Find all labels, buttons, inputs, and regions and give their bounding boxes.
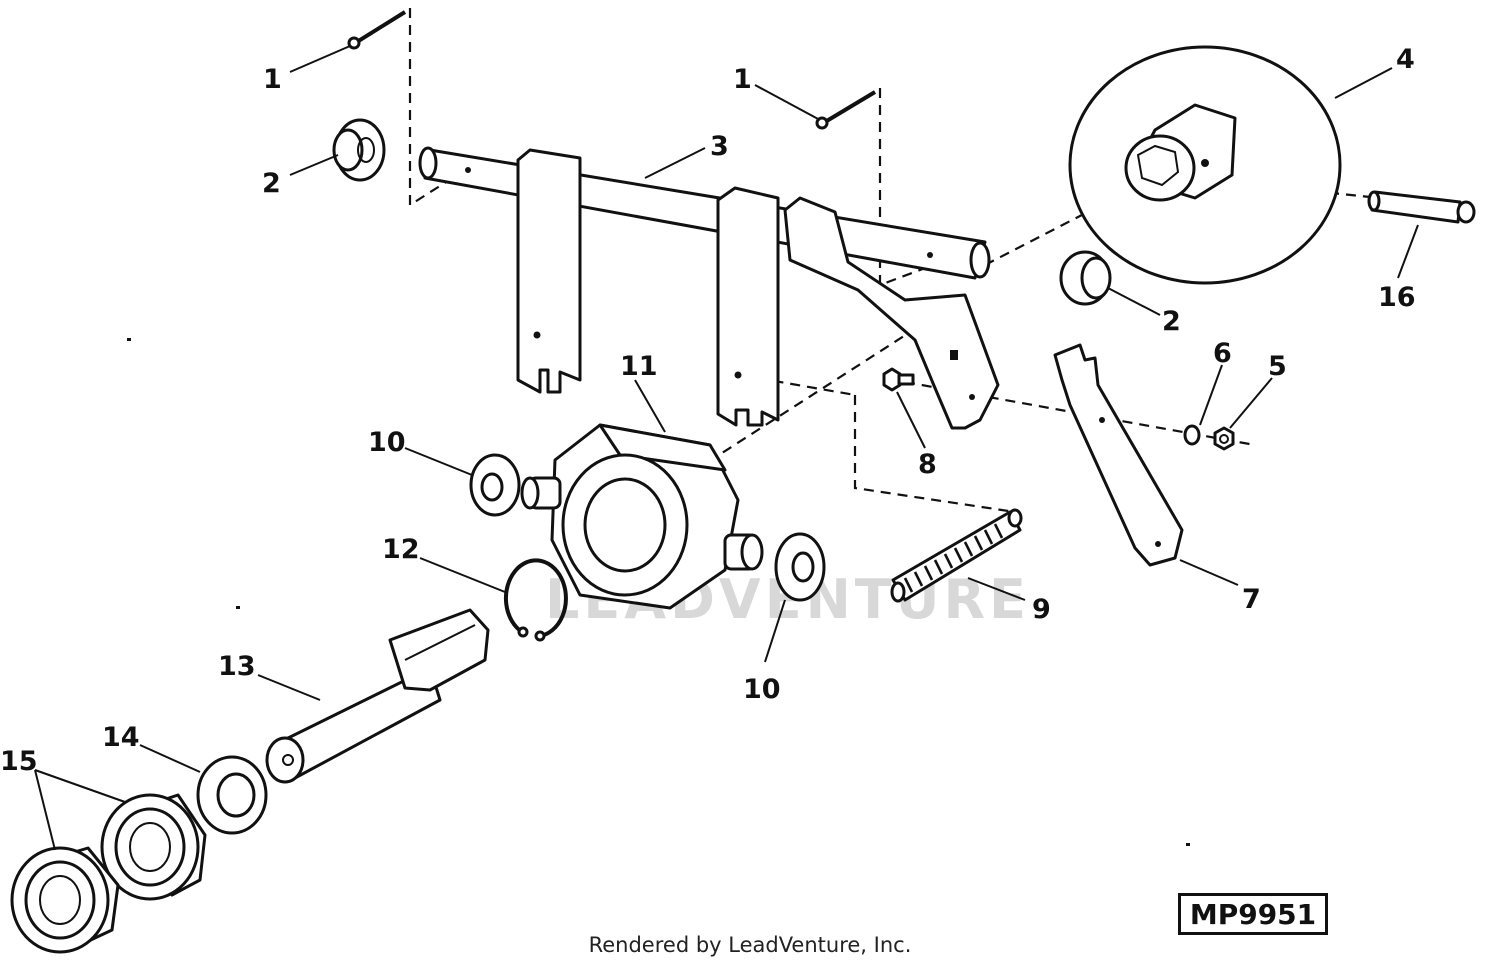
bearing-15-lower xyxy=(10,846,120,954)
callout-6: 6 xyxy=(1213,338,1232,369)
callout-11: 11 xyxy=(620,351,658,382)
callout-2-right: 2 xyxy=(1162,306,1181,337)
callout-1-center: 1 xyxy=(733,64,752,95)
scan-specks xyxy=(127,338,1190,846)
spring-9 xyxy=(890,508,1023,603)
disk-4 xyxy=(1068,45,1342,285)
callout-labels: 1 1 2 2 3 4 5 6 7 8 9 10 10 11 12 13 14 … xyxy=(0,44,1416,777)
bearing-15-upper xyxy=(100,793,207,901)
callout-10-upper: 10 xyxy=(368,427,406,458)
snap-ring-12 xyxy=(503,558,568,642)
callout-9: 9 xyxy=(1032,594,1051,625)
diagram-code-box: MP9951 xyxy=(1178,893,1328,935)
callout-8: 8 xyxy=(918,449,937,480)
bushing-2-left xyxy=(332,118,386,182)
lever-7 xyxy=(1053,343,1184,567)
callout-15: 15 xyxy=(0,746,38,777)
bearing-housing-11 xyxy=(520,423,764,610)
washer-14 xyxy=(196,755,268,835)
callout-10-lower: 10 xyxy=(743,674,781,705)
callout-1-left: 1 xyxy=(263,64,282,95)
callout-2-left: 2 xyxy=(262,168,281,199)
washer-10-lower xyxy=(774,532,826,602)
callout-12: 12 xyxy=(382,534,420,565)
callout-16: 16 xyxy=(1378,282,1416,313)
shaft-assembly-3 xyxy=(418,146,1000,430)
callout-5: 5 xyxy=(1268,351,1287,382)
bolt-8 xyxy=(882,367,915,392)
callout-4: 4 xyxy=(1396,44,1415,75)
callout-13: 13 xyxy=(218,651,256,682)
nut-5 xyxy=(1213,426,1235,451)
leader-lines xyxy=(34,45,1419,851)
callout-3: 3 xyxy=(710,131,729,162)
bushing-2-right xyxy=(1059,250,1112,306)
pin-16 xyxy=(1367,190,1476,224)
washer-6 xyxy=(1183,424,1201,446)
pin-1-upper-left xyxy=(347,10,407,50)
pin-1-center xyxy=(815,90,877,130)
callout-14: 14 xyxy=(102,722,140,753)
footer-credit: Rendered by LeadVenture, Inc. xyxy=(588,933,912,957)
washer-10-upper xyxy=(469,453,521,517)
callout-7: 7 xyxy=(1242,584,1261,615)
shaft-13 xyxy=(265,608,490,784)
